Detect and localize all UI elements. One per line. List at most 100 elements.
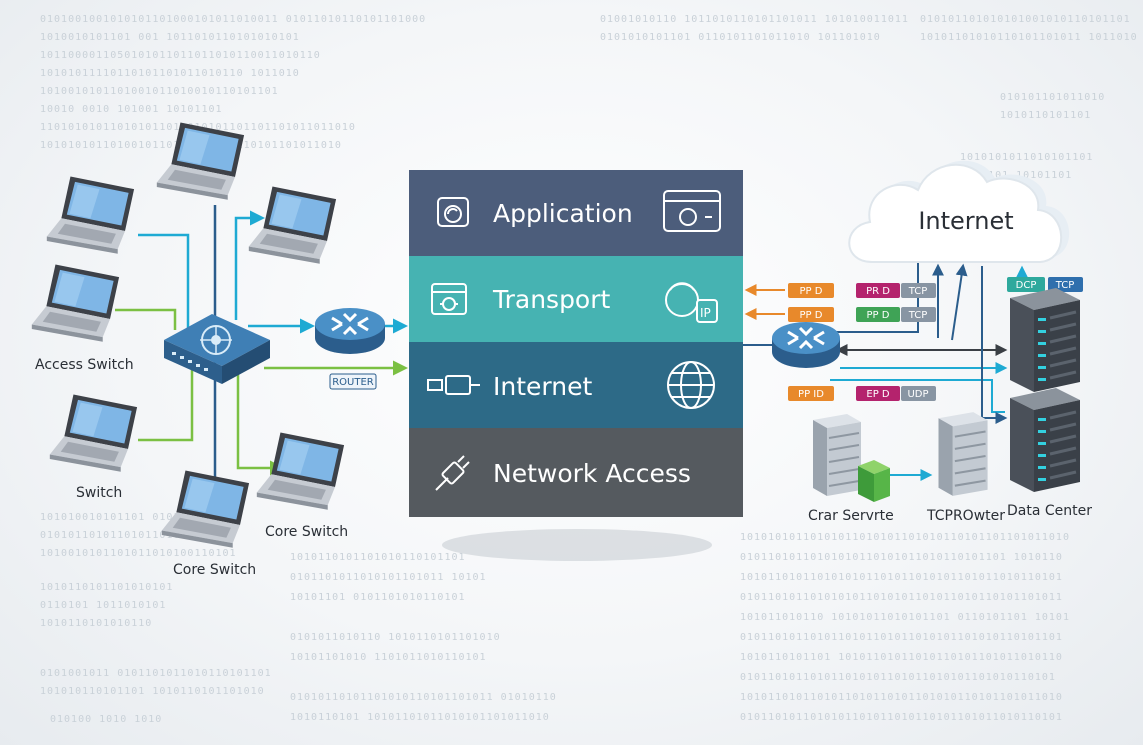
router-label: ROUTER xyxy=(332,377,374,388)
layer-transport: Transport IP xyxy=(409,256,743,342)
svg-text:101010010101101 0101101010: 101010010101101 0101101010 xyxy=(40,512,223,523)
svg-text:101001010110100101101001011010: 1010010101101001011010010110101101 xyxy=(40,86,279,97)
svg-text:101011010110101101011010110101: 1010110101101011010110101101010110101101… xyxy=(740,692,1063,703)
layer-label: Network Access xyxy=(493,459,691,488)
tag-label: UDP xyxy=(907,389,928,400)
browser-window-icon xyxy=(663,190,721,232)
laptop-icon xyxy=(156,122,245,200)
cloud-label: Internet xyxy=(918,207,1013,235)
svg-text:1010110101101010110101101: 1010110101101010110101101 xyxy=(290,552,466,563)
svg-text:101010110101101 10101101011010: 101010110101101 1010110101101010 xyxy=(40,686,265,697)
plug-icon xyxy=(435,455,470,491)
layer-application: Application xyxy=(409,170,743,256)
data-center-label: Data Center xyxy=(1007,503,1092,519)
svg-text:10101011110110101101011010110: 10101011110110101101011010110 1011010 xyxy=(40,68,300,79)
tag-label: PP D xyxy=(867,310,890,321)
svg-text:1010110101101 1010110101101011: 1010110101101 10101101011010110101101011… xyxy=(740,652,1063,663)
laptop-icon xyxy=(31,264,120,342)
layer-label: Application xyxy=(493,199,633,228)
svg-text:101011010110101010110101101010: 1010110101101010101101011010101101011010… xyxy=(740,572,1063,583)
ip-signal-icon: IP xyxy=(665,282,718,323)
svg-text:010101101010101001010110101101: 010101101010101001010110101101 xyxy=(920,14,1131,25)
svg-text:010100 1010 1010: 010100 1010 1010 xyxy=(50,714,162,725)
stack-shadow xyxy=(442,529,712,561)
router-icon xyxy=(772,322,840,368)
laptop-icon xyxy=(49,394,138,472)
svg-text:010110101101011010110101101010: 0101101011010110101101011010101101010110… xyxy=(740,632,1063,643)
server-icon xyxy=(812,413,862,497)
tag-label: PR D xyxy=(866,286,890,297)
svg-text:010110101101010101101010110101: 0101101011010101011010101101011010110101… xyxy=(740,592,1063,603)
core-switch-label: Core Switch xyxy=(173,562,256,578)
tag-label: TCP xyxy=(908,310,928,321)
svg-text:01010110101101010110101101011: 01010110101101010110101101011 01010110 xyxy=(290,692,557,703)
tag-label: DCP xyxy=(1016,280,1037,291)
core-switch-label: Core Switch xyxy=(265,524,348,540)
svg-text:0101010101101 0110101101011010: 0101010101101 0110101101011010 101101010 xyxy=(600,32,881,43)
green-server-icon xyxy=(858,460,890,502)
layer-label: Transport xyxy=(492,285,611,314)
layer-label: Internet xyxy=(493,372,592,401)
server-label: Crar Servrte xyxy=(808,508,894,524)
data-center-rack-icon xyxy=(1008,286,1082,394)
tcpip-stack: Application Transport IP xyxy=(409,170,743,517)
laptop-icon xyxy=(46,176,135,254)
svg-text:0101101011010101101011 10101: 0101101011010101101011 10101 xyxy=(290,572,487,583)
tag-row: PP D PP D TCP xyxy=(788,307,936,322)
svg-text:1010010101101 001 101101011010: 1010010101101 001 1011010110101010101 xyxy=(40,32,300,43)
svg-text:0101011010110101101010101: 0101011010110101101010101 xyxy=(40,530,216,541)
layer-network-access: Network Access xyxy=(409,428,743,517)
tag-row: DCP TCP xyxy=(1007,277,1083,292)
svg-text:10101101010 1101011010110101: 10101101010 1101011010110101 xyxy=(290,652,487,663)
connector-icon xyxy=(427,375,480,395)
svg-text:010100100101010110100010101101: 0101001001010101101000101011010011 01011… xyxy=(40,14,426,25)
svg-text:1010110101101: 1010110101101 xyxy=(1000,110,1091,121)
cloud-icon: Internet xyxy=(848,160,1070,263)
svg-text:0101001011 0101101011010110101: 0101001011 0101101011010110101101 xyxy=(40,668,272,679)
svg-text:1010010101101011010100110101: 1010010101101011010100110101 xyxy=(40,548,237,559)
svg-text:1010110101101010101: 1010110101101010101 xyxy=(40,582,173,593)
transport-icon xyxy=(431,283,467,315)
tag-label: TCP xyxy=(908,286,928,297)
svg-text:0101011010110 1010110101101010: 0101011010110 1010110101101010 xyxy=(290,632,501,643)
svg-text:10101101010110101101011 101101: 10101101010110101101011 1011010 xyxy=(920,32,1138,43)
server-label: TCPROwter xyxy=(926,508,1005,524)
tag-label: EP D xyxy=(866,389,890,400)
svg-text:101100001105010101101101101011: 1011000011050101011011011010110011010110 xyxy=(40,50,321,61)
tag-row: PP ID EP D UDP xyxy=(788,386,936,401)
svg-text:010110101101010110101101011010: 0101101011010101101011010110101101011010… xyxy=(740,712,1063,723)
switch-label: Switch xyxy=(76,485,122,501)
svg-text:1010101011010101101: 1010101011010101101 xyxy=(960,152,1093,163)
packet-tags: PP D PR D TCP PP D PP D TCP PP ID EP D U… xyxy=(788,277,1083,401)
svg-text:010101101011010: 010101101011010 xyxy=(1000,92,1105,103)
svg-text:01001010110 101101011010110101: 01001010110 1011010110101101011 10101001… xyxy=(600,14,909,25)
router-label-box: ROUTER xyxy=(329,373,377,390)
access-switch-label: Access Switch xyxy=(35,357,134,373)
tag-row: PP D PR D TCP xyxy=(788,283,936,298)
tag-label: PP ID xyxy=(798,389,824,400)
router-icon xyxy=(315,308,385,354)
svg-text:10101101 0101101010110101: 10101101 0101101010110101 xyxy=(290,592,466,603)
svg-text:1010110101 1010110101101010110: 1010110101 10101101011010101101011010 xyxy=(290,712,550,723)
svg-text:010110101101011010101101011010: 0101101011010110101011010110101011010101… xyxy=(740,672,1056,683)
svg-text:101010101101010110101011010101: 1010101011010101101010110101011010110110… xyxy=(740,532,1070,543)
globe-icon xyxy=(667,361,715,409)
laptop-icon xyxy=(248,186,337,264)
svg-text:1010110101010110: 1010110101010110 xyxy=(40,618,152,629)
svg-text:10010 0010 101001 10101101: 10010 0010 101001 10101101 xyxy=(40,104,223,115)
laptop-icon xyxy=(256,432,345,510)
switch-icon xyxy=(164,314,270,384)
tag-label: TCP xyxy=(1055,280,1075,291)
tag-label: PP D xyxy=(800,310,823,321)
svg-text:0110101 1011010101: 0110101 1011010101 xyxy=(40,600,166,611)
server-icon xyxy=(937,411,989,497)
svg-text:IP: IP xyxy=(700,306,711,320)
laptop-icon xyxy=(161,470,250,548)
tag-label: PP D xyxy=(800,286,823,297)
left-connections xyxy=(115,205,408,500)
svg-text:010110101101010101101010110101: 01011010110101010110101011010110101101 1… xyxy=(740,552,1063,563)
layer-internet: Internet xyxy=(409,342,743,428)
svg-text:101011010110 10101011010101101: 101011010110 10101011010101101 011010110… xyxy=(740,612,1070,623)
data-center-rack-icon xyxy=(1008,386,1082,494)
